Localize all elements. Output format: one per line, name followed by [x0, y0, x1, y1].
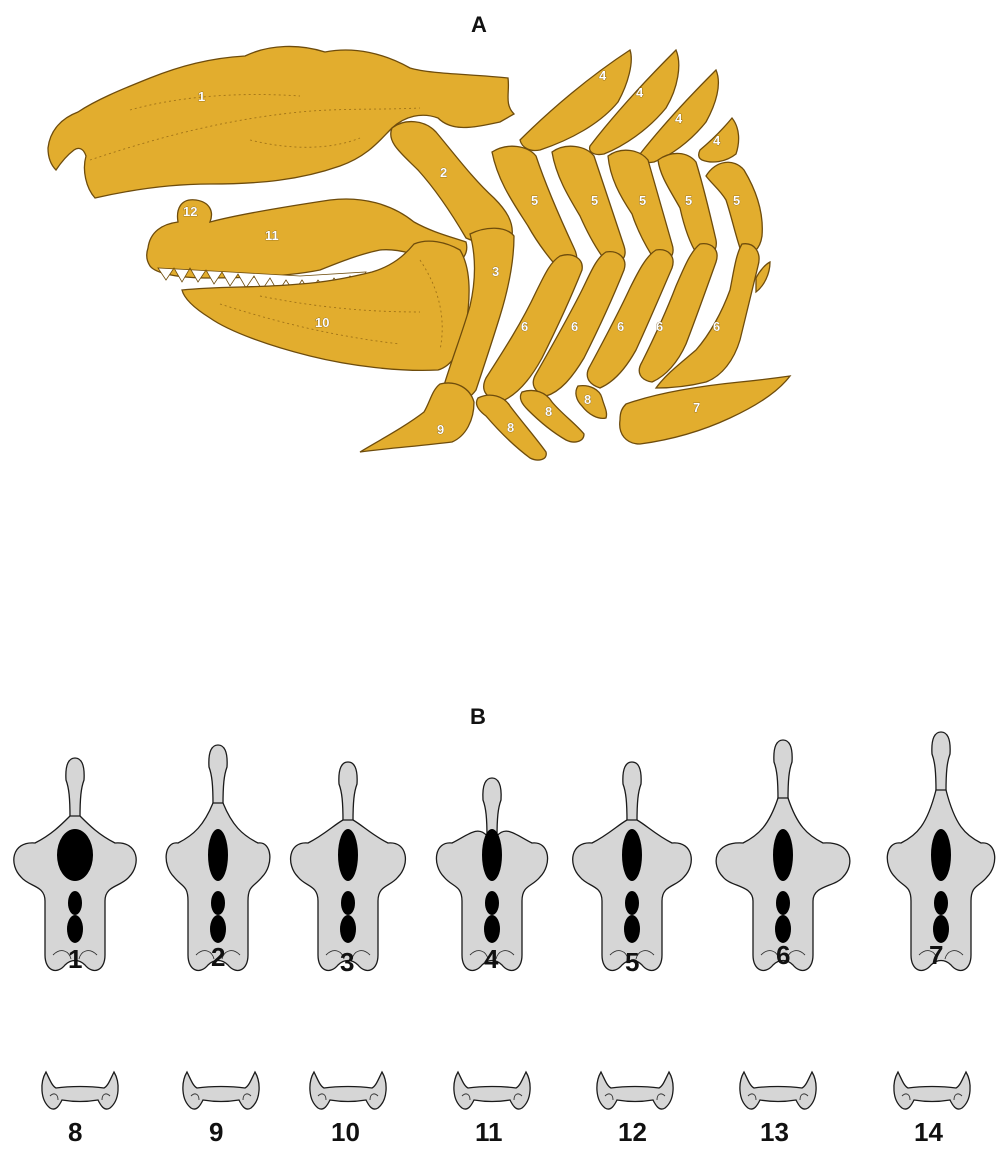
- label-9: 9: [437, 422, 444, 437]
- cartilage-specimen-8: [42, 1072, 118, 1109]
- panel-b-letter: B: [470, 704, 486, 729]
- label-11: 11: [265, 228, 279, 243]
- label-8: 8: [584, 392, 591, 407]
- cartilage-specimen-6: [716, 740, 850, 970]
- cartilage-specimen-5: [573, 762, 692, 970]
- label-8: 8: [545, 404, 552, 419]
- specimen-number-1: 1: [68, 944, 82, 974]
- label-4: 4: [636, 85, 644, 100]
- label-6: 6: [521, 319, 528, 334]
- cartilage-specimen-9: [183, 1072, 259, 1109]
- cartilage-specimen-1: [14, 758, 136, 970]
- label-6: 6: [656, 319, 663, 334]
- specimen-number-5: 5: [625, 947, 639, 977]
- specimen-number-12: 12: [618, 1117, 647, 1147]
- specimen-number-4: 4: [484, 944, 499, 974]
- label-2: 2: [440, 165, 447, 180]
- cartilage-specimen-11: [454, 1072, 530, 1109]
- specimen-number-2: 2: [211, 942, 225, 972]
- label-5: 5: [639, 193, 646, 208]
- label-3: 3: [492, 264, 499, 279]
- label-6: 6: [571, 319, 578, 334]
- cartilage-specimen-13: [740, 1072, 816, 1109]
- specimen-number-10: 10: [331, 1117, 360, 1147]
- label-7: 7: [693, 400, 700, 415]
- panel-a-letter: A: [471, 12, 487, 37]
- specimen-number-11: 11: [475, 1117, 503, 1147]
- specimen-number-8: 8: [68, 1117, 82, 1147]
- cartilage-specimen-12: [597, 1072, 673, 1109]
- cartilage-specimen-7: [887, 732, 994, 970]
- label-1: 1: [198, 89, 205, 104]
- specimen-number-7: 7: [929, 940, 943, 970]
- label-6: 6: [617, 319, 624, 334]
- vertebrae-upper-row: [14, 732, 995, 970]
- specimen-number-9: 9: [209, 1117, 223, 1147]
- specimen-number-6: 6: [776, 940, 790, 970]
- cartilage-specimen-2: [166, 745, 270, 970]
- label-5: 5: [591, 193, 598, 208]
- cartilage-specimen-10: [310, 1072, 386, 1109]
- vertebrae-lower-row: [42, 1072, 970, 1109]
- specimen-number-13: 13: [760, 1117, 789, 1147]
- specimen-number-14: 14: [914, 1117, 943, 1147]
- label-12: 12: [183, 204, 197, 219]
- specimen-number-3: 3: [340, 947, 354, 977]
- cartilage-specimen-4: [436, 778, 547, 970]
- label-4: 4: [599, 68, 607, 83]
- basihyal: [360, 383, 474, 452]
- label-4: 4: [675, 111, 683, 126]
- label-4: 4: [713, 133, 721, 148]
- label-8: 8: [507, 420, 514, 435]
- label-5: 5: [685, 193, 692, 208]
- cartilage-specimen-14: [894, 1072, 970, 1109]
- label-5: 5: [531, 193, 538, 208]
- lower-number-row: 8 9 10 11 12 13 14: [68, 1117, 943, 1147]
- label-6: 6: [713, 319, 720, 334]
- basibranchial-plate: [620, 376, 790, 444]
- label-5: 5: [733, 193, 740, 208]
- panel-a-skeleton: 1 2 3 4 4 4 4 5 5 5 5 5 6 6 6 6 6 7 8 8 …: [48, 46, 790, 460]
- label-10: 10: [315, 315, 329, 330]
- cartilage-specimen-3: [291, 762, 406, 970]
